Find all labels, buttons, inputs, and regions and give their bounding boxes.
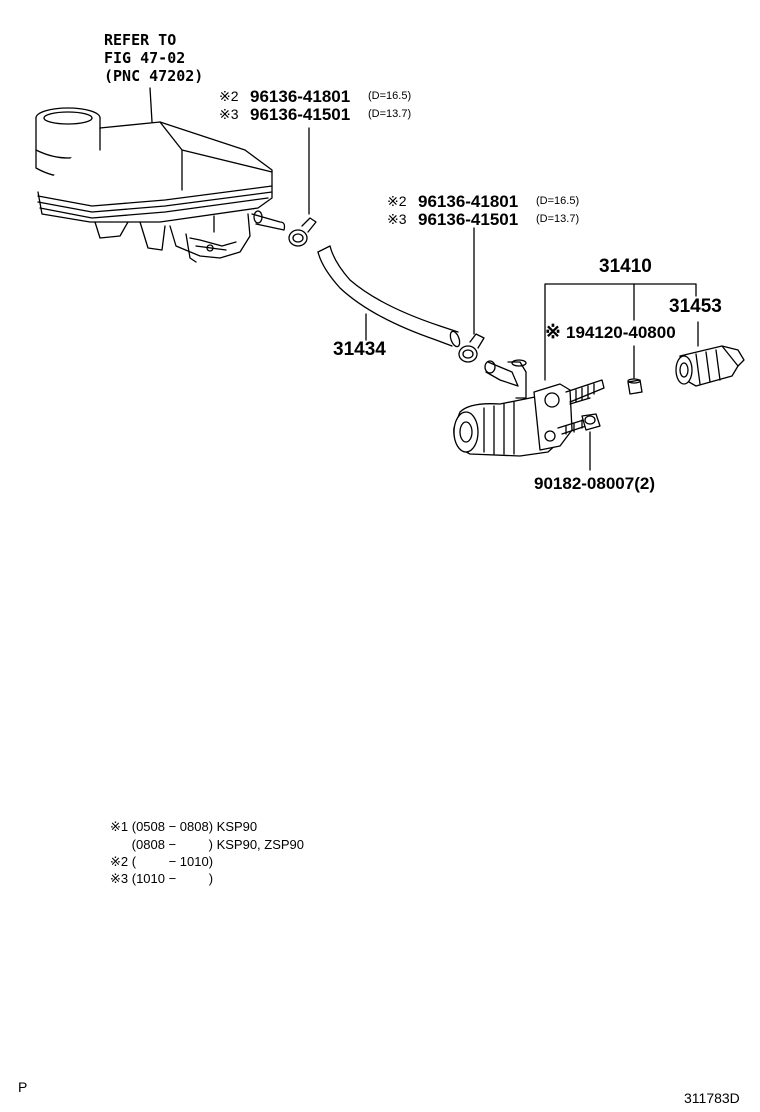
note-1: ※1 (0508 − 0808) KSP90	[110, 819, 258, 834]
refer-line-1: REFER TO	[104, 31, 177, 49]
refer-line-2: FIG 47-02	[104, 49, 186, 67]
part-number-hose: 31434	[333, 339, 386, 360]
clamp-mid-part-b: 96136-41501	[418, 210, 519, 229]
bleeder-mark: ※	[545, 322, 561, 343]
clamp-mid-size-a: (D=16.5)	[536, 195, 580, 207]
clamp-mid-mark-b: ※3	[387, 211, 407, 227]
hose-clamp-upper	[288, 127, 317, 247]
note-4: ※3 (1010 − )	[110, 871, 214, 886]
bleeder-plug	[627, 378, 643, 395]
footer-left-code: P	[18, 1079, 28, 1095]
clamp-top-size-b: (D=13.7)	[368, 108, 412, 120]
note-2: (0808 − ) KSP90, ZSP90	[110, 837, 305, 852]
release-cylinder	[453, 283, 699, 457]
boot	[675, 345, 745, 387]
clamp-mid-mark-a: ※2	[387, 193, 407, 209]
figure-code: 311783D	[684, 1090, 740, 1106]
clamp-mid-part-a: 96136-41801	[418, 192, 519, 211]
part-number-cylinder-assy: 31410	[599, 256, 652, 277]
nut	[581, 413, 601, 471]
clamp-top-size-a: (D=16.5)	[368, 90, 412, 102]
part-number-boot: 31453	[669, 296, 722, 317]
reservoir-tank	[35, 87, 286, 263]
hose-clamp-lower	[458, 227, 485, 363]
reservoir-hose	[317, 245, 461, 348]
clamp-top-mark-b: ※3	[219, 106, 239, 122]
clamp-top-part-a: 96136-41801	[250, 87, 351, 106]
refer-line-3: (PNC 47202)	[104, 67, 204, 85]
clamp-top-mark-a: ※2	[219, 88, 239, 104]
clamp-top-part-b: 96136-41501	[250, 105, 351, 124]
note-3: ※2 ( − 1010)	[110, 854, 214, 869]
clamp-mid-size-b: (D=13.7)	[536, 213, 580, 225]
part-number-bleeder: 194120-40800	[566, 323, 676, 342]
part-number-nut: 90182-08007(2)	[534, 474, 655, 493]
